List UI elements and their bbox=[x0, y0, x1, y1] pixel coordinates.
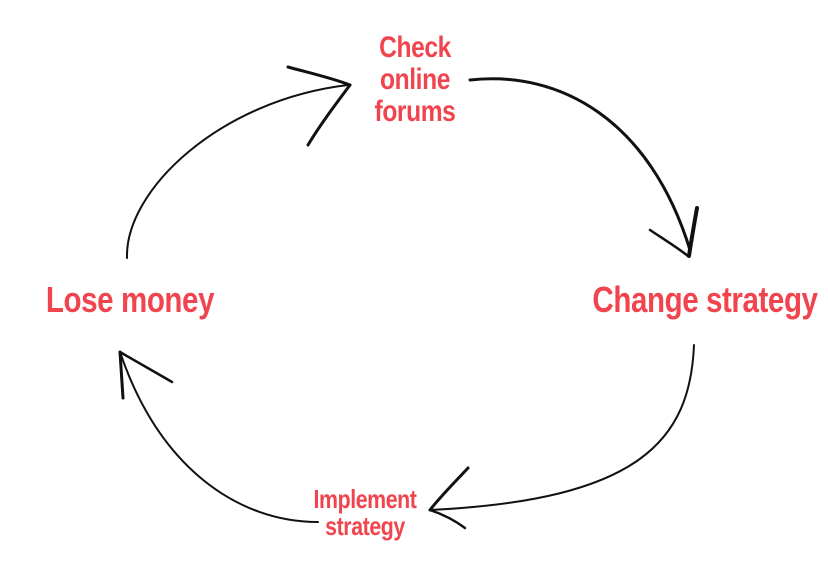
arrow-shaft bbox=[125, 84, 349, 259]
arrowhead bbox=[306, 83, 352, 147]
node-label-line: online bbox=[380, 63, 450, 96]
arrowhead bbox=[428, 466, 470, 512]
node-lose-money: Lose money bbox=[45, 279, 215, 320]
node-label-line: Check bbox=[379, 31, 451, 64]
arrow-shaft bbox=[429, 344, 695, 511]
arrowhead bbox=[428, 508, 467, 530]
arrowhead bbox=[648, 228, 690, 258]
arrowhead bbox=[687, 206, 699, 258]
node-label-line: strategy bbox=[325, 511, 405, 541]
arrowhead bbox=[118, 350, 125, 400]
node-label-line: Implement bbox=[313, 484, 417, 514]
arrow-shaft bbox=[468, 77, 692, 252]
arrow-implement-to-lose bbox=[118, 350, 319, 523]
node-change-strategy: Change strategy bbox=[592, 279, 818, 320]
node-check-online-forums: Check online forums bbox=[354, 32, 477, 128]
arrow-check-to-change bbox=[468, 77, 699, 258]
arrowhead bbox=[118, 350, 174, 384]
node-label-line: forums bbox=[374, 95, 456, 128]
node-implement-strategy: Implement strategy bbox=[304, 486, 427, 540]
arrowhead bbox=[286, 65, 352, 87]
arrow-change-to-implement bbox=[428, 344, 695, 530]
arrow-lose-to-check bbox=[125, 65, 352, 259]
arrow-shaft bbox=[119, 351, 319, 523]
